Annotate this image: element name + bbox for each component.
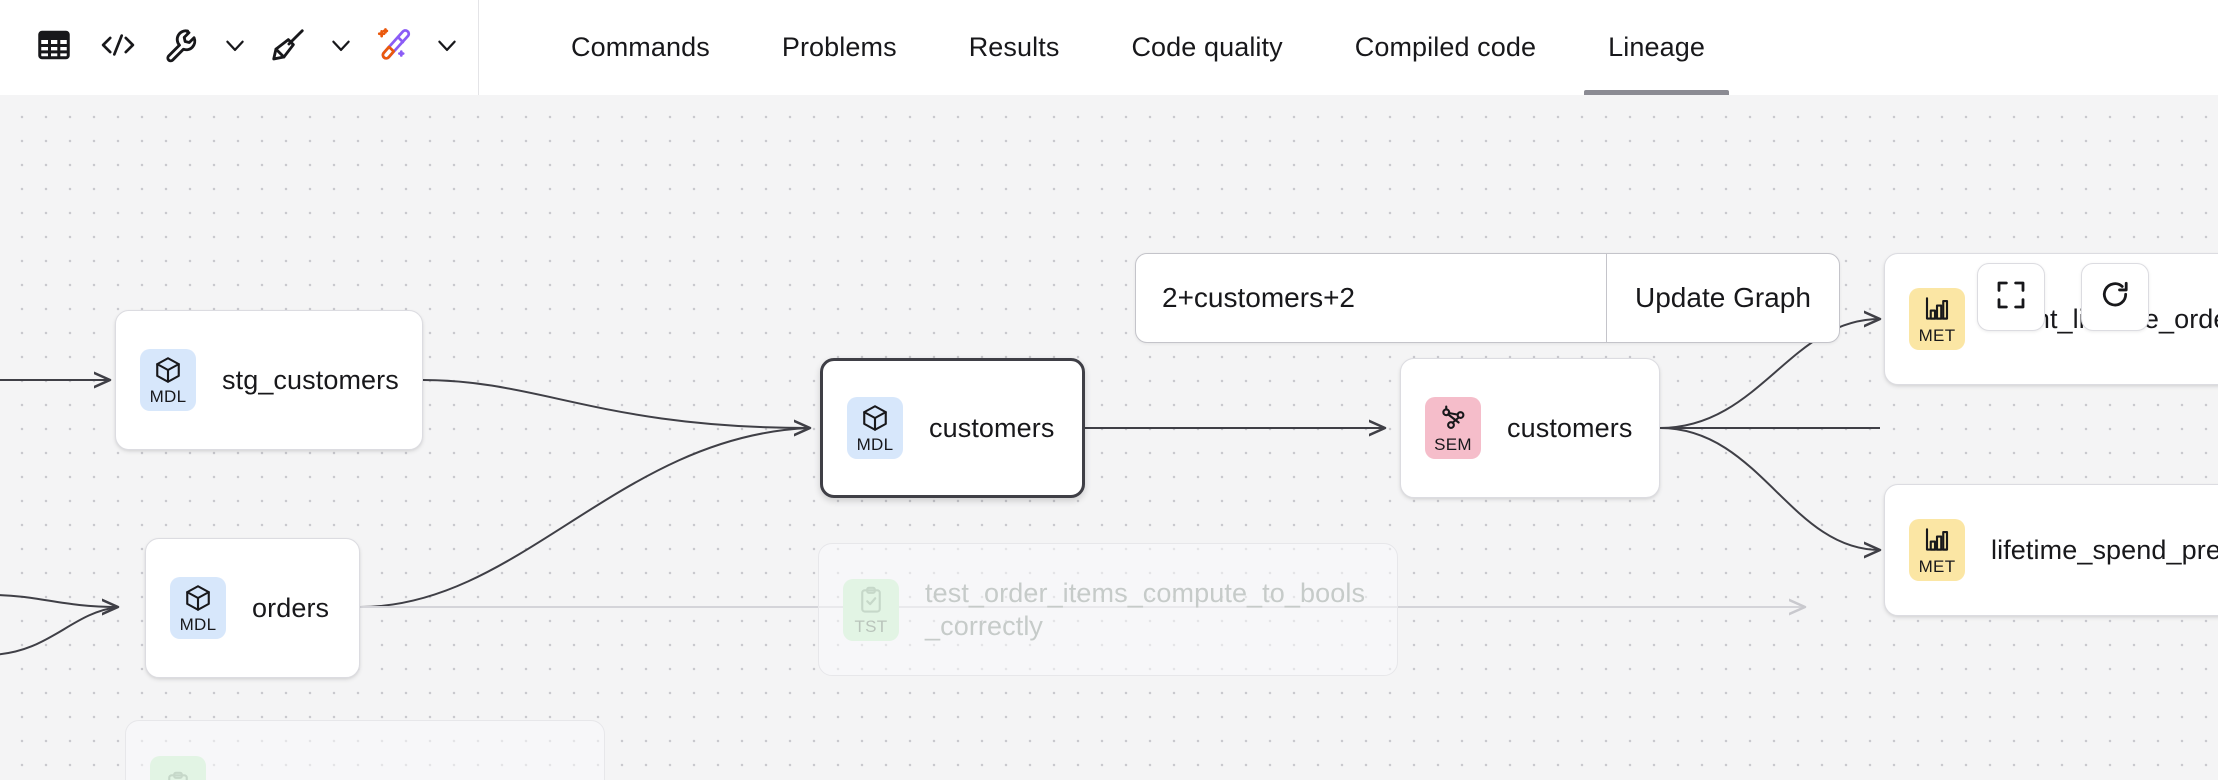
chevron-down-icon	[434, 32, 460, 63]
node-label: customers	[1507, 412, 1633, 443]
format-button[interactable]	[256, 18, 320, 78]
node-badge-mdl: MDL	[847, 397, 903, 459]
lineage-node-partial-bottom[interactable]	[125, 720, 605, 780]
table-view-icon	[36, 27, 72, 68]
broom-icon	[269, 26, 307, 69]
node-label: stg_customers	[222, 364, 399, 395]
lineage-node-customers-model[interactable]: MDL customers	[820, 358, 1085, 498]
editor-toolbar	[0, 0, 478, 95]
tab-commands[interactable]: Commands	[535, 0, 746, 95]
lineage-search-input[interactable]	[1136, 254, 1606, 342]
node-badge-sem: SEM	[1425, 397, 1481, 459]
clipboard-check-icon	[856, 585, 886, 615]
format-menu-button[interactable]	[320, 18, 362, 78]
lineage-node-lifetime-spend-pretax[interactable]: MET lifetime_spend_preta	[1884, 484, 2218, 616]
tab-results[interactable]: Results	[933, 0, 1096, 95]
tools-button[interactable]	[150, 18, 214, 78]
lineage-node-customers-semantic[interactable]: SEM customers	[1400, 358, 1660, 498]
lineage-node-test-order-items[interactable]: TST test_order_items_compute_to_bools_co…	[818, 543, 1398, 676]
node-badge-met: MET	[1909, 519, 1965, 581]
toolbar-divider	[478, 0, 479, 95]
update-graph-button[interactable]: Update Graph	[1606, 254, 1839, 342]
node-badge-label: MDL	[179, 615, 217, 634]
node-label: lifetime_spend_preta	[1991, 534, 2218, 565]
node-label: customers	[929, 412, 1055, 443]
tab-commands-label: Commands	[571, 32, 710, 62]
ai-assist-menu-button[interactable]	[426, 18, 468, 78]
editor-header: Commands Problems Results Code quality C…	[0, 0, 2218, 96]
tools-menu-button[interactable]	[214, 18, 256, 78]
cube-icon	[153, 355, 183, 385]
refresh-button[interactable]	[2081, 263, 2149, 331]
table-view-button[interactable]	[22, 18, 86, 78]
node-badge-label: MET	[1918, 557, 1956, 576]
tab-problems-label: Problems	[781, 32, 897, 62]
tab-lineage[interactable]: Lineage	[1572, 0, 1741, 95]
node-badge-tst: TST	[843, 578, 899, 641]
code-icon	[99, 28, 137, 67]
node-badge-mdl: MDL	[170, 577, 226, 639]
lineage-canvas[interactable]: Update Graph	[0, 95, 2218, 780]
node-badge-label: MDL	[856, 435, 894, 454]
node-badge-label: MET	[1918, 326, 1956, 345]
network-icon	[1438, 403, 1468, 433]
bar-chart-icon	[1922, 525, 1952, 555]
code-button[interactable]	[86, 18, 150, 78]
bar-chart-icon	[1922, 294, 1952, 324]
chevron-down-icon	[222, 32, 248, 63]
wrench-icon	[163, 26, 201, 69]
tab-compiled-code-label: Compiled code	[1354, 32, 1537, 62]
lineage-node-count-lifetime-orders[interactable]: MET count_lifetime_order	[1884, 253, 2218, 385]
node-badge-label: TST	[854, 616, 888, 636]
clipboard-check-icon	[163, 770, 193, 780]
node-badge-label: MDL	[149, 387, 187, 406]
node-badge-tst	[150, 755, 206, 780]
node-badge-mdl: MDL	[140, 349, 196, 411]
chevron-down-icon	[328, 32, 354, 63]
cube-icon	[183, 583, 213, 613]
lineage-search-bar: Update Graph	[1135, 253, 1840, 343]
tab-code-quality[interactable]: Code quality	[1095, 0, 1318, 95]
magic-wand-icon	[375, 26, 413, 69]
fit-view-button[interactable]	[1977, 263, 2045, 331]
tab-compiled-code[interactable]: Compiled code	[1319, 0, 1572, 95]
ai-assist-button[interactable]	[362, 18, 426, 78]
refresh-icon	[2099, 279, 2131, 316]
lineage-node-orders[interactable]: MDL orders	[145, 538, 360, 678]
node-badge-met: MET	[1909, 288, 1965, 350]
node-label: orders	[252, 592, 330, 623]
tab-results-label: Results	[968, 32, 1060, 62]
node-badge-label: SEM	[1434, 435, 1472, 454]
lineage-node-stg-customers[interactable]: MDL stg_customers	[115, 310, 423, 450]
tab-problems[interactable]: Problems	[746, 0, 933, 95]
node-label: test_order_items_compute_to_bools_correc…	[925, 577, 1366, 641]
cube-icon	[860, 403, 890, 433]
fit-view-icon	[1995, 279, 2027, 316]
editor-tabs: Commands Problems Results Code quality C…	[479, 0, 1741, 95]
tab-lineage-label: Lineage	[1608, 32, 1705, 62]
tab-code-quality-label: Code quality	[1131, 32, 1283, 62]
